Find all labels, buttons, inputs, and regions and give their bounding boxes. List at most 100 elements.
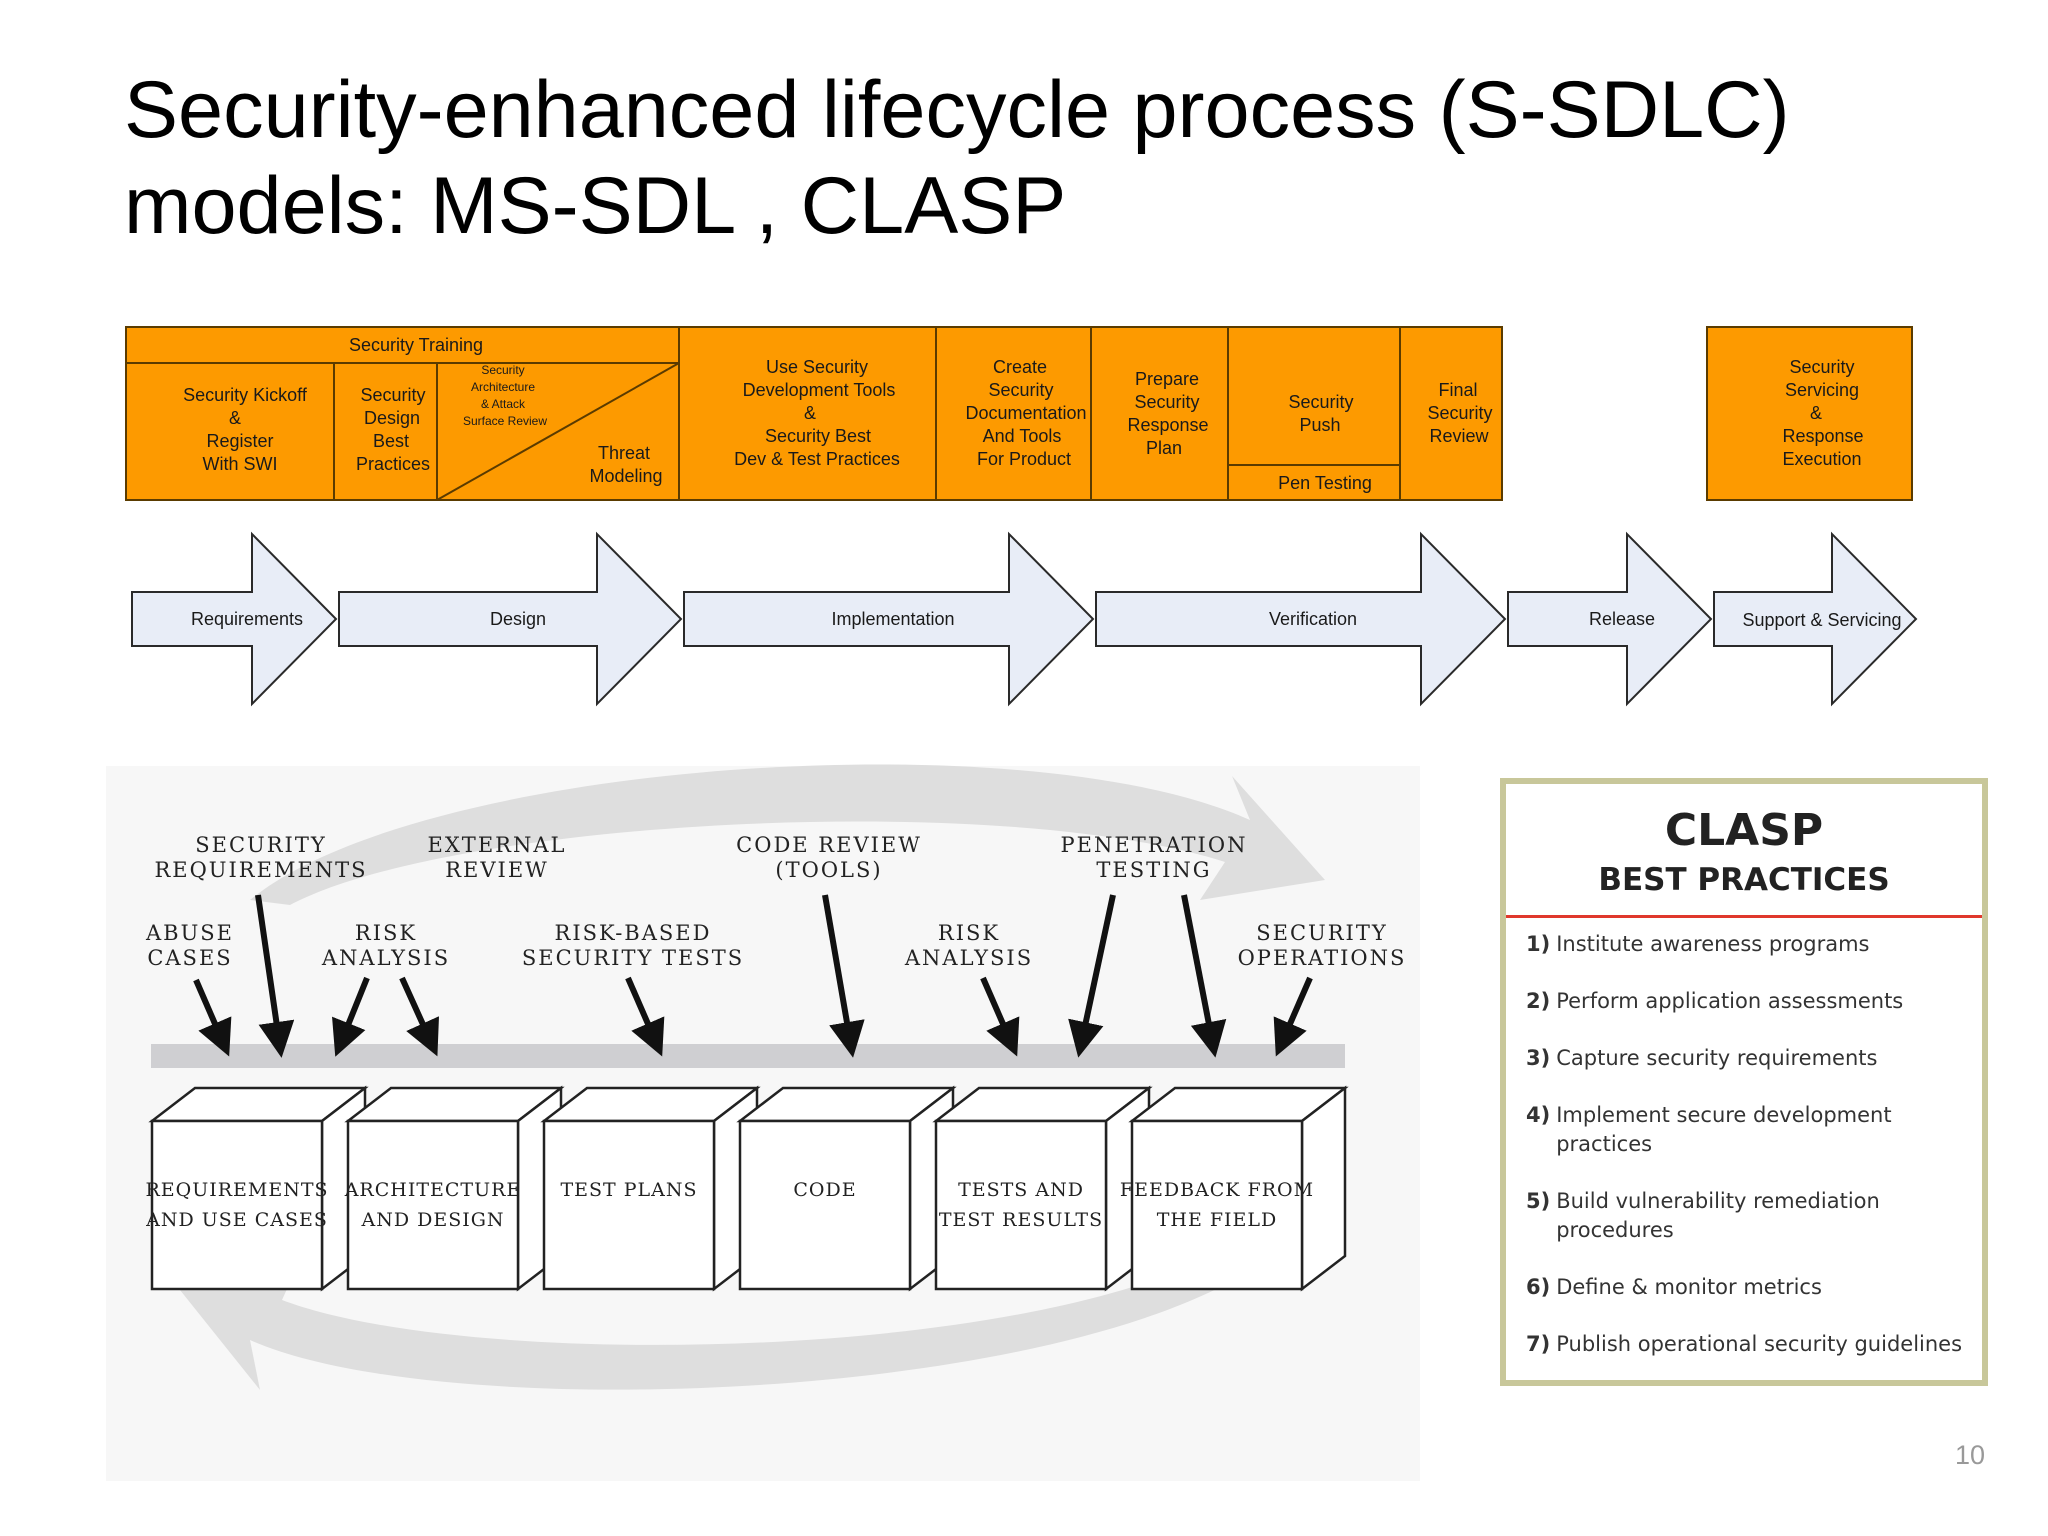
svg-text:Practices: Practices (356, 454, 430, 474)
arch-review-text: Security Architecture & Attack Surface R… (463, 363, 547, 428)
clasp-practice: 1)Institute awareness programs (1526, 932, 1870, 956)
svg-text:TEST PLANS: TEST PLANS (560, 1179, 697, 1201)
title-line-1: Security-enhanced lifecycle process (S-S… (124, 65, 1790, 155)
svg-text:For Product: For Product (977, 449, 1071, 469)
touchpoint-bar (151, 1044, 1345, 1068)
training-label: Security Training (349, 335, 483, 355)
svg-text:Security Best: Security Best (765, 426, 871, 446)
svg-text:Use Security: Use Security (766, 357, 868, 377)
svg-text:AND USE CASES: AND USE CASES (145, 1209, 328, 1231)
pen-testing-text: Pen Testing (1278, 473, 1372, 493)
artifact-box-feedback (1128, 1085, 1349, 1292)
svg-text:SECURITY TESTS: SECURITY TESTS (522, 946, 744, 970)
final-review-text: Final Security Review (1427, 380, 1492, 446)
svg-text:CASES: CASES (147, 946, 232, 970)
svg-text:Register: Register (206, 431, 273, 451)
label-external-review: EXTERNAL REVIEW (428, 833, 565, 882)
svg-text:RISK: RISK (355, 921, 417, 945)
documentation-box (935, 326, 1092, 501)
phase-arrow-implementation (683, 531, 1095, 707)
arrow-security-operations (1273, 976, 1313, 1057)
cycle-swoosh (180, 764, 1325, 1390)
design-best-text: Security Design Best Practices (356, 385, 430, 474)
clasp-header: CLASP BEST PRACTICES (1506, 784, 1982, 918)
clasp-practices-list: 1)Institute awareness programs 2)Perform… (1506, 918, 1982, 1359)
svg-text:TESTING: TESTING (1096, 858, 1211, 882)
phase-support: Support & Servicing (1742, 610, 1901, 630)
svg-text:Security: Security (1789, 357, 1854, 377)
svg-text:&: & (1810, 403, 1822, 423)
svg-text:Design: Design (364, 408, 420, 428)
svg-text:&: & (804, 403, 816, 423)
svg-text:THE FIELD: THE FIELD (1157, 1209, 1278, 1231)
svg-text:ANALYSIS: ANALYSIS (904, 946, 1033, 970)
svg-text:Review: Review (1429, 426, 1489, 446)
svg-text:Best: Best (373, 431, 409, 451)
label-risk-analysis-1: RISK ANALYSIS (321, 921, 450, 970)
artifact-box-test-plans (540, 1085, 761, 1292)
svg-text:Threat: Threat (598, 443, 650, 463)
phase-verification: Verification (1269, 609, 1357, 629)
servicing-text: Security Servicing & Response Execution (1782, 357, 1863, 469)
artifact-text-code: CODE (793, 1179, 855, 1201)
svg-text:TEST RESULTS: TEST RESULTS (939, 1209, 1103, 1231)
label-penetration-testing: PENETRATION TESTING (1061, 833, 1248, 882)
threat-modeling-text: Threat Modeling (589, 443, 662, 486)
svg-text:CODE REVIEW: CODE REVIEW (736, 833, 922, 857)
phase-implementation: Implementation (831, 609, 954, 629)
svg-text:Final: Final (1438, 380, 1477, 400)
svg-text:(TOOLS): (TOOLS) (775, 858, 882, 882)
svg-text:Response: Response (1127, 415, 1208, 435)
phase-arrow-design (338, 531, 683, 707)
label-security-requirements: SECURITY REQUIREMENTS (154, 833, 367, 882)
arrow-code-review (822, 894, 865, 1058)
arrow-security-requirements (255, 894, 295, 1058)
artifact-boxes (148, 1085, 1349, 1292)
pen-testing-box (1227, 464, 1401, 501)
arch-threat-divider (436, 362, 680, 501)
svg-text:PENETRATION: PENETRATION (1061, 833, 1248, 857)
svg-text:ABUSE: ABUSE (145, 921, 234, 945)
svg-text:Architecture: Architecture (471, 380, 535, 394)
arrow-risk-analysis-1a (332, 976, 370, 1057)
svg-text:SECURITY: SECURITY (195, 833, 326, 857)
clasp-practice: 5)Build vulnerability remediation proced… (1526, 1189, 1880, 1242)
svg-text:Servicing: Servicing (1785, 380, 1859, 400)
svg-text:Security Kickoff: Security Kickoff (183, 385, 308, 405)
svg-text:ANALYSIS: ANALYSIS (321, 946, 450, 970)
svg-text:Security: Security (1134, 392, 1199, 412)
response-plan-text: Prepare Security Response Plan (1127, 369, 1208, 458)
svg-text:FEEDBACK FROM: FEEDBACK FROM (1120, 1179, 1314, 1201)
label-security-operations: SECURITY OPERATIONS (1238, 921, 1405, 970)
svg-text:Security: Security (1427, 403, 1492, 423)
label-risk-based-tests: RISK-BASED SECURITY TESTS (522, 921, 744, 970)
phase-design: Design (490, 609, 546, 629)
clasp-practice: 4)Implement secure development practices (1526, 1103, 1892, 1156)
svg-text:Surface Review: Surface Review (463, 414, 547, 428)
slide-title: Security-enhanced lifecycle process (S-S… (124, 62, 1924, 254)
label-risk-analysis-2: RISK ANALYSIS (904, 921, 1033, 970)
phase-release: Release (1589, 609, 1655, 629)
phase-arrow-requirements (131, 531, 338, 707)
svg-text:Prepare: Prepare (1135, 369, 1199, 389)
svg-text:REVIEW: REVIEW (445, 858, 549, 882)
touchpoint-arrows (193, 894, 1313, 1058)
svg-text:Create: Create (993, 357, 1047, 377)
arrow-risk-based-tests (625, 976, 665, 1057)
svg-text:RISK-BASED: RISK-BASED (555, 921, 712, 945)
svg-text:& Attack: & Attack (481, 397, 526, 411)
svg-text:Security: Security (988, 380, 1053, 400)
clasp-title: CLASP (1664, 805, 1824, 856)
svg-text:Development Tools: Development Tools (743, 380, 896, 400)
svg-text:Execution: Execution (1782, 449, 1861, 469)
svg-text:REQUIREMENTS: REQUIREMENTS (154, 858, 367, 882)
svg-text:ARCHITECTURE: ARCHITECTURE (344, 1179, 522, 1201)
svg-text:RISK: RISK (938, 921, 1000, 945)
phase-arrow-verification (1095, 531, 1507, 707)
svg-text:TESTS AND: TESTS AND (958, 1179, 1084, 1201)
clasp-practice: 7)Publish operational security guideline… (1526, 1332, 1963, 1356)
arrow-risk-analysis-2 (980, 976, 1020, 1057)
dev-tools-text: Use Security Development Tools & Securit… (734, 357, 900, 469)
svg-text:Response: Response (1782, 426, 1863, 446)
